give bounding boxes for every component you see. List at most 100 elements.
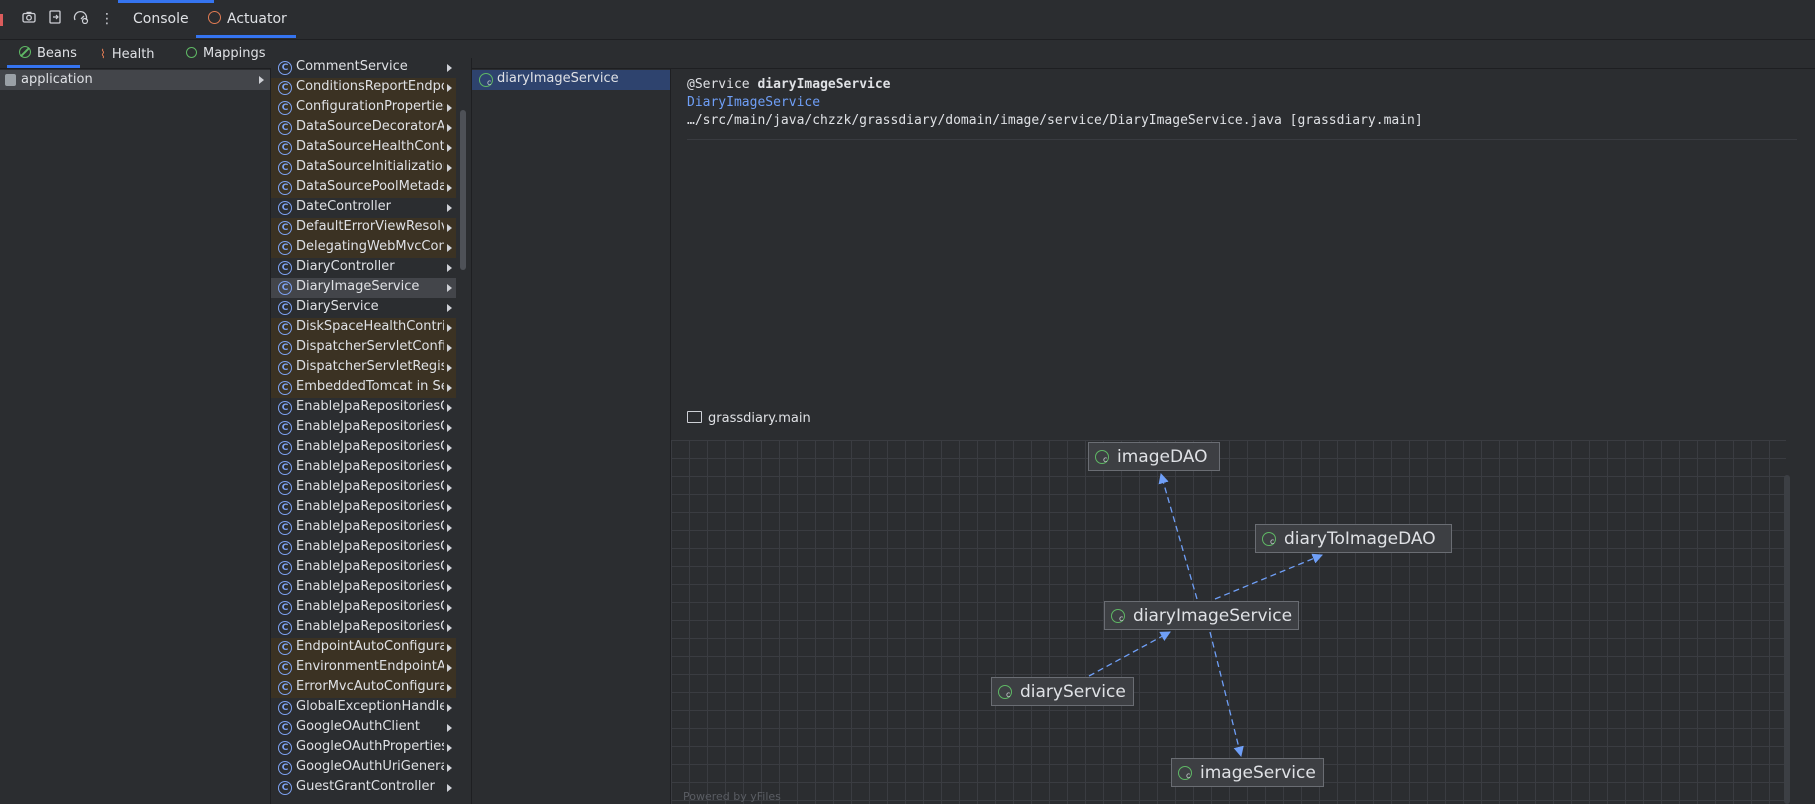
class-icon: C — [278, 781, 292, 795]
bean-list-item[interactable]: CDiskSpaceHealthContributor — [271, 318, 456, 338]
subtab-beans[interactable]: Beans — [19, 40, 77, 68]
chevron-right-icon — [447, 344, 452, 352]
camera-icon[interactable] — [20, 10, 38, 28]
dependency-edge — [1088, 631, 1171, 677]
bean-list-item-label: DiaryService — [296, 299, 379, 314]
chevron-right-icon — [447, 544, 452, 552]
module-name: grassdiary.main — [708, 411, 811, 426]
chevron-right-icon — [447, 124, 452, 132]
tab-actuator[interactable]: Actuator — [208, 0, 287, 39]
diagram-node-diary-service[interactable]: diaryService — [991, 677, 1134, 706]
class-icon: C — [278, 681, 292, 695]
diagram-node-label: diaryService — [1020, 682, 1126, 702]
bean-list-item[interactable]: CEnableJpaRepositoriesConfiguration — [271, 398, 456, 418]
bean-list-item[interactable]: CEnableJpaRepositoriesConfiguration — [271, 538, 456, 558]
bean-list-item[interactable]: CEnableJpaRepositoriesConfiguration — [271, 618, 456, 638]
bean-list-item[interactable]: CDefaultErrorViewResolver — [271, 218, 456, 238]
bean-list-item[interactable]: CEndpointAutoConfiguration — [271, 638, 456, 658]
bean-list-item[interactable]: CDispatcherServletRegistration — [271, 358, 456, 378]
stop-marker — [0, 14, 3, 26]
diagram-node-label: imageDAO — [1117, 447, 1208, 467]
bean-list-item[interactable]: CDataSourceDecoratorAutoConfiguration — [271, 118, 456, 138]
bean-list-item[interactable]: CConditionsReportEndpoint — [271, 78, 456, 98]
class-icon: C — [278, 181, 292, 195]
chevron-right-icon — [447, 724, 452, 732]
subtab-health[interactable]: ⌇Health — [100, 40, 155, 68]
bean-list-item[interactable]: CDispatcherServletConfiguration — [271, 338, 456, 358]
chevron-right-icon — [447, 784, 452, 792]
class-icon: C — [278, 141, 292, 155]
bean-class-link[interactable]: DiaryImageService — [687, 95, 821, 110]
bean-list-item[interactable]: CEnvironmentEndpointAutoConfiguration — [271, 658, 456, 678]
chevron-right-icon — [447, 444, 452, 452]
spring-bean-icon — [1178, 766, 1192, 780]
chevron-right-icon — [447, 144, 452, 152]
bean-list-item[interactable]: CEnableJpaRepositoriesConfiguration — [271, 498, 456, 518]
class-icon: C — [278, 661, 292, 675]
diagram-node-image-d-a-o[interactable]: imageDAO — [1088, 442, 1220, 471]
chevron-right-icon — [447, 744, 452, 752]
class-icon: C — [278, 61, 292, 75]
subtab-mappings-label: Mappings — [203, 46, 266, 61]
bean-list-item[interactable]: CEnableJpaRepositoriesConfiguration — [271, 598, 456, 618]
diagram-node-diary-image-service[interactable]: diaryImageService — [1104, 601, 1299, 630]
bean-list-item[interactable]: CDelegatingWebMvcConfiguration — [271, 238, 456, 258]
folder-icon — [687, 411, 702, 423]
bean-list-item[interactable]: C DataSourceHealthContributor — [271, 138, 456, 158]
bean-list-item-label: ConfigurationProperties — [296, 99, 444, 114]
bean-list-item[interactable]: CEnableJpaRepositoriesConfiguration — [271, 578, 456, 598]
bean-instance-label: diaryImageService — [497, 71, 619, 86]
export-icon[interactable] — [46, 10, 64, 28]
tab-actuator-label: Actuator — [227, 11, 287, 27]
bean-list-item[interactable]: CErrorMvcAutoConfiguration — [271, 678, 456, 698]
subtab-mappings[interactable]: Mappings — [186, 40, 266, 68]
class-icon: C — [278, 561, 292, 575]
bean-instance-item[interactable]: diaryImageService — [472, 70, 670, 90]
bean-list-item-label: EnableJpaRepositoriesConfiguration — [296, 599, 444, 614]
class-icon: C — [278, 541, 292, 555]
subtab-beans-underline — [7, 65, 80, 68]
diagram-node-image-service[interactable]: imageService — [1171, 758, 1324, 787]
diagram-scrollbar[interactable] — [1784, 475, 1790, 804]
bean-list-item[interactable]: CEnableJpaRepositoriesConfiguration — [271, 438, 456, 458]
tab-actuator-underline — [196, 35, 296, 38]
bean-list-item[interactable]: CEnableJpaRepositoriesConfiguration — [271, 458, 456, 478]
subtab-beans-label: Beans — [37, 46, 77, 61]
bean-list-item[interactable]: CEnableJpaRepositoriesConfiguration — [271, 478, 456, 498]
bean-dependency-diagram[interactable]: imageDAO diaryToImageDAO diaryImageService… — [671, 440, 1786, 804]
diagram-node-diary-to-image-d-a-o[interactable]: diaryToImageDAO — [1255, 524, 1452, 553]
bean-list-item-label: EnableJpaRepositoriesConfiguration — [296, 439, 444, 454]
bean-list-item[interactable]: CEnableJpaRepositoriesConfiguration — [271, 518, 456, 538]
chevron-right-icon — [447, 684, 452, 692]
beans-icon — [19, 46, 31, 58]
context-item-application[interactable]: application — [0, 70, 270, 90]
bean-list-item-label: DataSourceHealthContributor — [296, 139, 444, 154]
dependency-edges — [1088, 473, 1323, 758]
chevron-right-icon — [447, 424, 452, 432]
class-icon: C — [278, 481, 292, 495]
bean-list-item[interactable]: CGoogleOAuthUriGenerator — [271, 758, 456, 778]
class-icon: C — [278, 461, 292, 475]
tab-console[interactable]: Console — [133, 11, 189, 27]
bean-list-scrollbar[interactable] — [460, 110, 466, 270]
class-icon: C — [278, 741, 292, 755]
more-icon[interactable]: ⋮ — [100, 11, 114, 27]
bean-list-item-label: DispatcherServletRegistration — [296, 359, 444, 374]
refresh-gauge-icon[interactable] — [72, 10, 90, 28]
bean-list-item[interactable]: CEnableJpaRepositoriesConfiguration — [271, 418, 456, 438]
bean-list-item[interactable]: CEnableJpaRepositoriesConfiguration — [271, 558, 456, 578]
class-icon: C — [278, 241, 292, 255]
